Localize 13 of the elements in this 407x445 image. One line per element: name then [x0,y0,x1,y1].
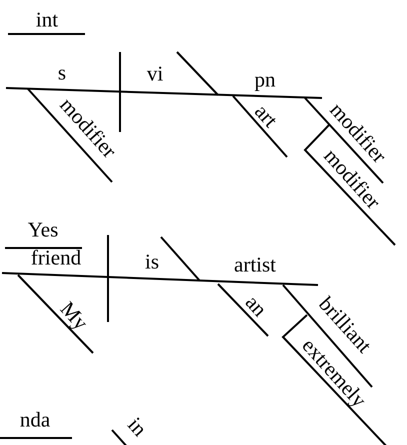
word-label: artist [234,254,276,276]
word-label: art [250,100,282,132]
word-label: friend [30,248,82,268]
word-label: an [242,292,270,320]
word-label: vi [146,64,164,84]
word-label: in [124,414,150,440]
word-label: int [36,10,58,30]
word-label: is [145,252,159,272]
word-label: pn [254,70,276,90]
word-label: Yes [28,220,58,240]
word-label: nda [20,410,50,430]
word-label: My [56,298,92,334]
word-label: s [58,62,66,84]
